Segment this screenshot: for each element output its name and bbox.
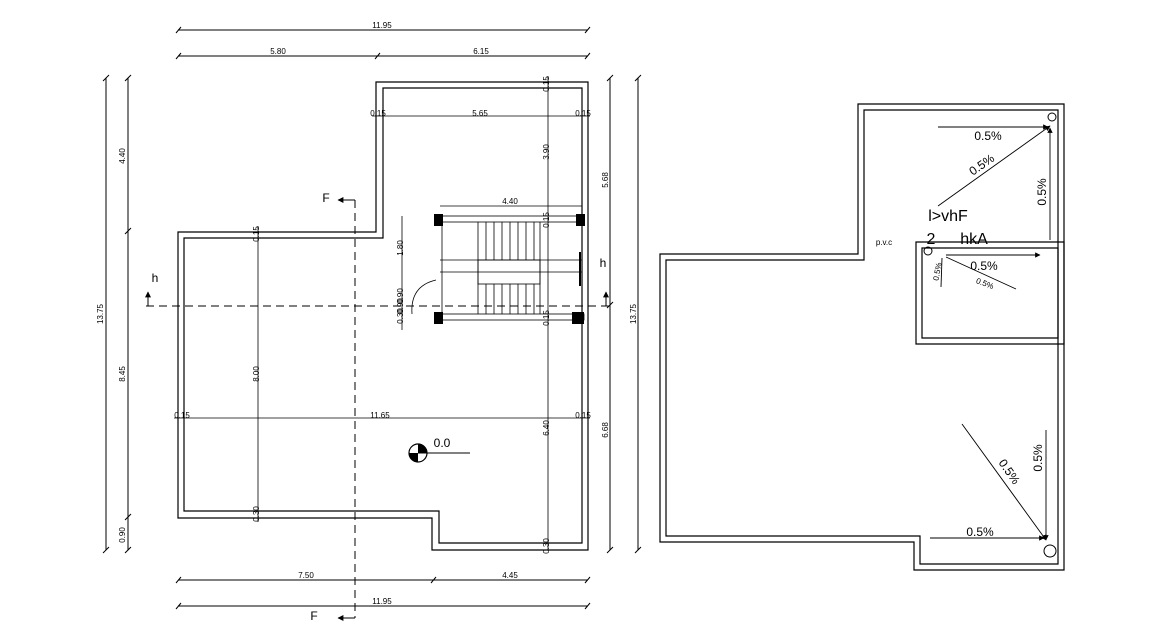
dim-upper-height: 3.90	[542, 144, 551, 160]
slope-top-vertical: 0.5%	[1035, 178, 1049, 206]
dim-wall-8: 0.15	[575, 411, 591, 420]
dim-stair-flight: 1.80	[396, 240, 405, 256]
dim-main-height: 8.00	[252, 366, 261, 382]
slope-inner-diagonal: 0.5%	[975, 276, 995, 291]
stair-columns	[434, 214, 585, 324]
dim-top-left: 5.80	[270, 47, 286, 56]
staircase	[411, 215, 585, 321]
slope-inner-vertical: 0.5%	[932, 262, 944, 282]
dim-right-upper: 5.68	[601, 172, 610, 188]
dim-wall-2: 0.15	[575, 109, 591, 118]
right-roof-plan	[659, 103, 1065, 571]
dim-left-overall: 13.75	[96, 303, 105, 324]
top-dimensions	[175, 26, 591, 60]
dim-main-width: 11.65	[370, 411, 390, 420]
roof-opening-inner	[921, 247, 1059, 339]
dim-stair-land-a: 0.90	[396, 288, 405, 304]
roof-opening-outer	[915, 241, 1065, 345]
drain-top-right	[1047, 112, 1057, 122]
right-plan-labels: 0.5% 0.5% 0.5% 0.5% 0.5% 0.5% 0.5% 0.5% …	[876, 129, 1049, 539]
dim-bottom-right: 4.45	[502, 571, 518, 580]
dim-right-lower: 6.68	[601, 422, 610, 438]
dim-wall-4: 0.15	[542, 212, 551, 228]
dim-bottom-wall-b: 0.30	[542, 538, 551, 554]
roof-outer-wall	[659, 103, 1065, 571]
slope-bottom-vertical: 0.5%	[1031, 444, 1045, 472]
dim-right-overall: 13.75	[629, 303, 638, 324]
roof-inner-wall	[665, 109, 1059, 565]
note-number: 2	[927, 231, 936, 248]
inner-wall	[183, 87, 583, 544]
dim-wall-1: 0.15	[370, 109, 386, 118]
left-floor-plan	[102, 26, 642, 621]
dim-left-lower: 8.45	[118, 366, 127, 382]
internal-dimensions	[174, 76, 590, 550]
right-dimensions	[606, 74, 642, 554]
dim-wall-5: 0.15	[542, 310, 551, 326]
dim-stair-land-b: 0.30	[396, 308, 405, 324]
dim-bottom-left: 7.50	[298, 571, 314, 580]
dim-stair-land-c: 0.90	[396, 298, 405, 314]
section-arrows	[145, 197, 609, 621]
drain-pvc	[923, 246, 933, 256]
slope-arrows	[930, 124, 1053, 541]
left-dimensions	[102, 74, 132, 554]
slope-bottom-horizontal: 0.5%	[966, 525, 994, 539]
section-mark-top: F	[322, 191, 329, 205]
dim-bottom-overall: 11.95	[372, 597, 392, 606]
left-plan-labels: 11.95 5.80 6.15 7.50 4.45 11.95 13.75 4.…	[96, 21, 638, 623]
dim-left-upper: 4.40	[118, 148, 127, 164]
dim-wall-3: 0.15	[542, 76, 551, 92]
slope-top-horizontal: 0.5%	[974, 129, 1002, 143]
dim-stair-width: 4.40	[502, 197, 518, 206]
slope-inner-horizontal: 0.5%	[970, 259, 998, 273]
dim-top-overall: 11.95	[372, 21, 392, 30]
dim-bottom-wall-a: 0.30	[252, 506, 261, 522]
dim-right-height: 6.40	[542, 420, 551, 436]
bottom-dimensions	[175, 576, 591, 610]
dim-left-bottom: 0.90	[118, 527, 127, 543]
drain-bottom-right	[1043, 544, 1057, 558]
dim-wall-7: 0.15	[174, 411, 190, 420]
dim-upper-width: 5.65	[472, 109, 488, 118]
dim-top-right: 6.15	[473, 47, 489, 56]
level-symbol	[408, 443, 470, 463]
outer-wall	[177, 81, 589, 551]
level-label: 0.0	[434, 436, 451, 450]
pvc-label: p.v.c	[876, 238, 892, 247]
dim-wall-6: 0.15	[252, 226, 261, 242]
section-h-right: h	[600, 256, 607, 270]
note-line-2: hkA	[960, 231, 988, 248]
section-h-left: h	[152, 271, 159, 285]
note-line-1: l>vhF	[928, 208, 968, 225]
section-mark-bottom: F	[310, 609, 317, 623]
slope-bottom-diagonal: 0.5%	[996, 456, 1023, 487]
